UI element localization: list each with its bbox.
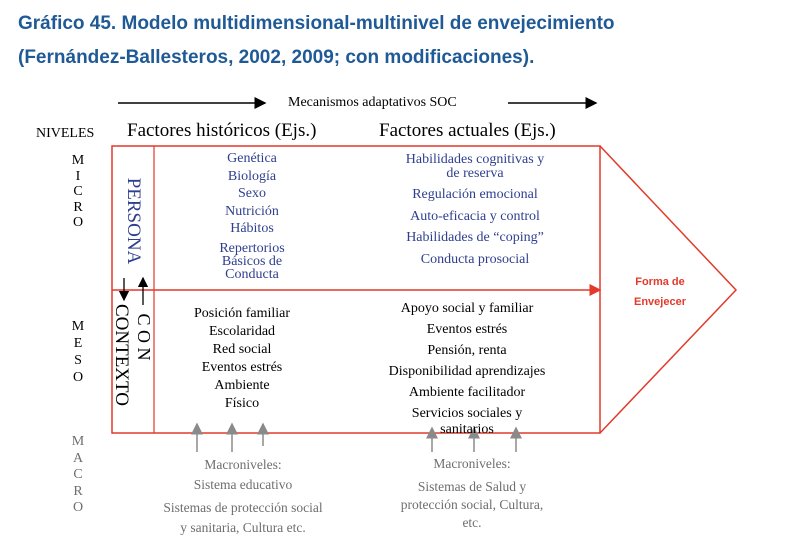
meso-letter: O	[72, 370, 84, 385]
list-item: Sexo	[238, 186, 266, 201]
list-item: Básicos de	[221, 253, 283, 269]
macro-level-label: M A C R O	[71, 434, 85, 517]
list-item: Habilidades de “coping”	[406, 230, 544, 245]
list-item: Apoyo social y familiar	[400, 301, 534, 316]
header-factores-actuales: Factores actuales (Ejs.)	[379, 120, 556, 141]
list-item: Hábitos	[230, 221, 274, 236]
soc-label: Mecanismos adaptativos SOC	[288, 95, 457, 110]
macro-left-text: Macroniveles: Sistema educativo Sistemas…	[128, 455, 358, 538]
list-item: Disponibilidad aprendizajes	[388, 364, 546, 379]
contexto-actuales-list: Apoyo social y familiar Eventos estrés P…	[372, 298, 562, 437]
list-item: Regulación emocional	[412, 187, 538, 202]
meso-letter: S	[74, 353, 82, 368]
list-item: Eventos estrés	[426, 322, 508, 337]
persona-label-wrap: PERSONA	[68, 178, 198, 265]
macro-letter: M	[71, 434, 85, 449]
list-item: Genética	[227, 151, 277, 166]
outcome-triangle	[599, 145, 738, 434]
micro-letter: R	[73, 199, 83, 215]
macro-letter: A	[72, 450, 84, 466]
macro-right-heading: Macroniveles:	[433, 456, 511, 471]
persona-label: PERSONA	[123, 177, 144, 265]
list-item: Biología	[227, 168, 277, 184]
list-item: etc.	[462, 515, 482, 530]
niveles-label: NIVELES	[36, 126, 95, 141]
list-item: Repertorios	[219, 240, 285, 256]
outcome-label: Forma de Envejecer	[620, 272, 700, 312]
micro-letter: M	[71, 153, 85, 168]
meso-level-label: M E S O	[71, 318, 85, 386]
list-item: Pensión, renta	[427, 343, 507, 358]
micro-letter: I	[75, 168, 81, 184]
list-item: Red social	[212, 342, 272, 357]
contexto-label-wrap: CONTEXTO	[61, 304, 181, 406]
list-item: protección social, Cultura,	[400, 497, 544, 512]
list-item: Sistemas de protección social	[163, 500, 323, 515]
figure-title-line1: Gráfico 45. Modelo multidimensional-mult…	[18, 13, 615, 34]
header-factores-historicos: Factores históricos (Ejs.)	[127, 120, 317, 141]
list-item: Servicios sociales y	[411, 406, 523, 421]
list-item: sanitarios	[440, 422, 494, 437]
macro-left-heading: Macroniveles:	[204, 457, 282, 472]
list-item: Ambiente facilitador	[408, 385, 526, 400]
list-item: Conducta prosocial	[420, 251, 530, 267]
meso-letter: M	[71, 319, 85, 334]
list-item: Conducta	[225, 266, 279, 282]
list-item: de reserva	[446, 166, 504, 181]
list-item: y sanitaria, Cultura etc.	[180, 520, 306, 535]
list-item: Ambiente	[214, 378, 270, 393]
macro-right-text: Macroniveles: Sistemas de Salud y protec…	[372, 455, 572, 532]
list-item: Habilidades cognitivas y	[405, 152, 545, 167]
list-item: Sistemas de Salud y	[417, 479, 527, 494]
list-item: Sistema educativo	[193, 477, 293, 492]
figure-title-line2: (Fernández-Ballesteros, 2002, 2009; con …	[18, 47, 535, 68]
list-item: Posición familiar	[193, 306, 291, 321]
micro-letter: C	[73, 184, 83, 199]
micro-level-label: M I C R O	[71, 153, 85, 231]
persona-historicos-list: Genética Biología Sexo Nutrición Hábitos…	[192, 150, 312, 281]
outcome-label-line: Forma de	[635, 276, 685, 288]
macro-letter: R	[73, 483, 83, 499]
list-item: Nutrición	[225, 203, 279, 219]
list-item: Auto-eficacia y control	[410, 208, 540, 224]
list-item: Escolaridad	[208, 324, 276, 339]
contexto-historicos-list: Posición familiar Escolaridad Red social…	[172, 305, 312, 413]
outcome-label-line: Envejecer	[634, 296, 686, 308]
macro-letter: C	[73, 467, 83, 482]
list-item: Eventos estrés	[201, 360, 283, 375]
meso-letter: E	[73, 336, 83, 351]
micro-letter: O	[72, 215, 84, 230]
list-item: Físico	[224, 396, 260, 411]
contexto-label: CONTEXTO	[111, 303, 132, 407]
macro-letter: O	[72, 500, 84, 515]
persona-actuales-list: Habilidades cognitivas y de reserva Regu…	[380, 153, 570, 270]
